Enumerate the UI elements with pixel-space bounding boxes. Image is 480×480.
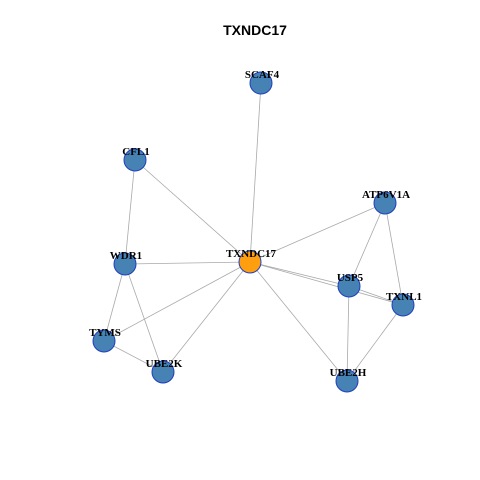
node-atp6v1a[interactable]: ATP6V1A <box>362 189 410 215</box>
node-label: WDR1 <box>110 250 142 262</box>
node-label: TXNL1 <box>386 291 422 303</box>
node-label: CFL1 <box>122 146 150 158</box>
node-wdr1[interactable]: WDR1 <box>110 250 142 276</box>
node-label: UBE2H <box>330 367 367 379</box>
edge-txndc17-atp6v1a <box>249 202 386 263</box>
node-circle[interactable] <box>92 329 116 353</box>
node-cfl1[interactable]: CFL1 <box>122 146 150 172</box>
edge-txndc17-scaf4 <box>249 82 262 263</box>
node-circle[interactable] <box>238 250 262 274</box>
node-txnl1[interactable]: TXNL1 <box>386 291 422 317</box>
edge-usp5-ube2h <box>346 285 350 382</box>
node-circle[interactable] <box>151 360 175 384</box>
edge-txndc17-ube2k <box>162 261 251 373</box>
node-label: UBE2K <box>146 358 183 370</box>
edge-txndc17-tyms <box>103 261 251 342</box>
node-circle[interactable] <box>337 274 361 298</box>
edge-layer <box>103 82 404 382</box>
node-ube2h[interactable]: UBE2H <box>330 367 367 393</box>
edge-txnl1-ube2h <box>346 304 404 382</box>
edge-txndc17-usp5 <box>249 261 350 287</box>
node-circle[interactable] <box>249 71 273 95</box>
node-txndc17[interactable]: TXNDC17 <box>226 248 277 274</box>
node-ube2k[interactable]: UBE2K <box>146 358 183 384</box>
edge-txndc17-ube2h <box>249 261 348 382</box>
node-label: SCAF4 <box>245 69 280 81</box>
node-label: TYMS <box>89 327 121 339</box>
edge-txndc17-txnl1 <box>249 261 404 306</box>
graph-title: TXNDC17 <box>223 22 287 38</box>
node-label: TXNDC17 <box>226 248 277 260</box>
edge-wdr1-tyms <box>103 263 126 342</box>
edge-txndc17-wdr1 <box>124 261 251 265</box>
edge-atp6v1a-usp5 <box>348 202 386 287</box>
node-circle[interactable] <box>335 369 359 393</box>
node-circle[interactable] <box>391 293 415 317</box>
node-scaf4[interactable]: SCAF4 <box>245 69 280 95</box>
node-circle[interactable] <box>373 191 397 215</box>
node-label: USP5 <box>337 272 364 284</box>
node-tyms[interactable]: TYMS <box>89 327 121 353</box>
edge-atp6v1a-txnl1 <box>384 202 404 306</box>
edge-wdr1-ube2k <box>124 263 164 373</box>
edge-txndc17-cfl1 <box>134 159 251 263</box>
node-circle[interactable] <box>113 252 137 276</box>
node-circle[interactable] <box>123 148 147 172</box>
edge-cfl1-wdr1 <box>124 159 136 265</box>
node-usp5[interactable]: USP5 <box>337 272 364 298</box>
node-label: ATP6V1A <box>362 189 410 201</box>
